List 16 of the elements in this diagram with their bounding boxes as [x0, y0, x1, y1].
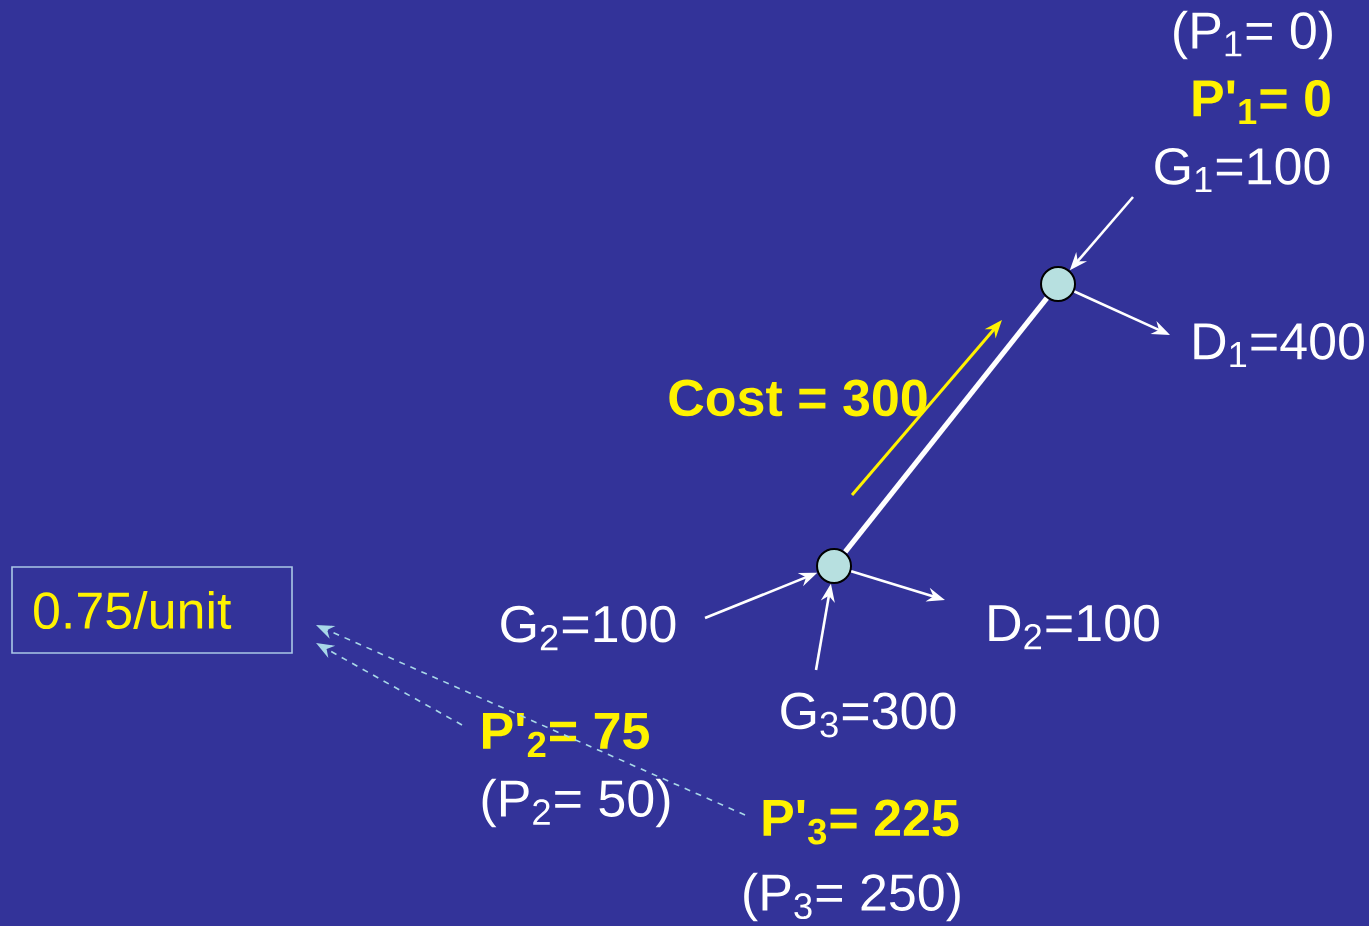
bus-circle [1040, 266, 1076, 302]
quantity-label: D$_{2}$=100 [989, 604, 1159, 650]
value-label: P'$_{1}$= 0 [1193, 79, 1330, 125]
connector-line [843, 296, 1049, 554]
quantity-label: G$_{2}$=100 [501, 605, 676, 651]
value-label: Cost = 300 [669, 379, 927, 417]
price-box: 0.75/unit [11, 566, 293, 654]
value-label: (P$_{2}$= 50) [482, 778, 670, 828]
price-label: P'$_{3}$= 225 [763, 799, 959, 845]
price-label: P'$_{2}$= 75 [483, 712, 649, 758]
value-label: (P$_{1}$= 0) [1174, 10, 1332, 60]
value-label: (P$_{3}$= 250) [744, 872, 960, 922]
quantity-label: G$_{1}$=100 [1155, 147, 1330, 193]
bus-circle [816, 548, 852, 584]
quantity-label: G$_{3}$=300 [781, 692, 956, 738]
quantity-label: D$_{1}$=400 [1194, 322, 1364, 368]
